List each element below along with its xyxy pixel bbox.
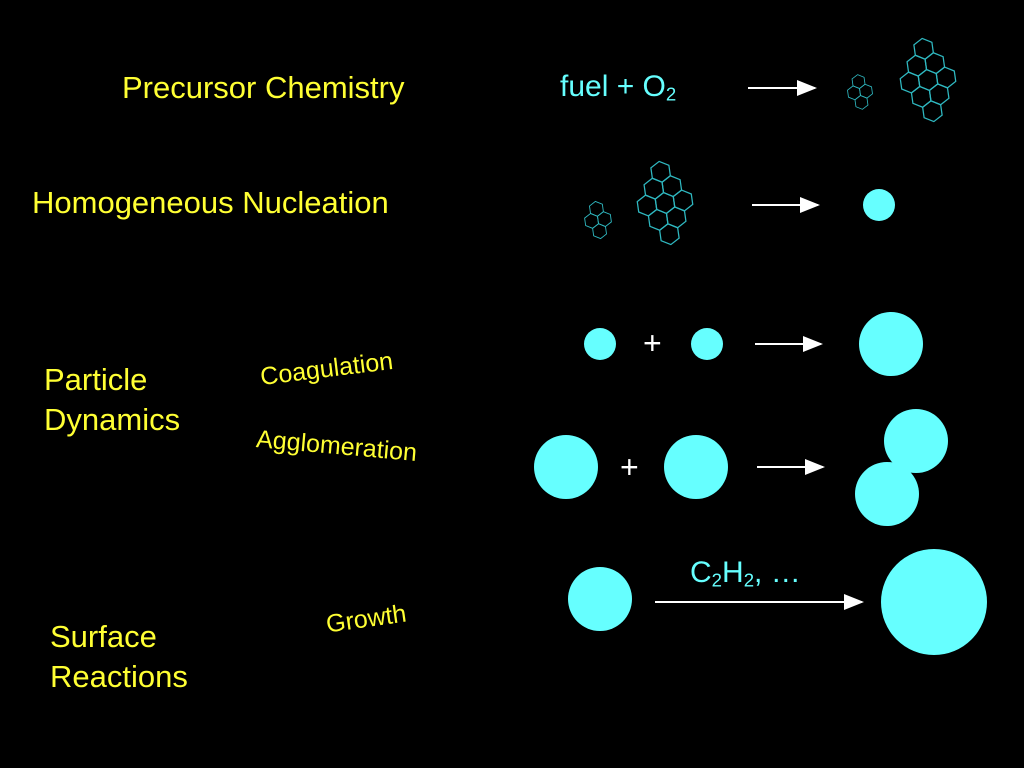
surface-reactions-label: Surface Reactions xyxy=(50,617,188,698)
growth-species-c-sub: 2 xyxy=(711,569,723,591)
fuel-subscript: 2 xyxy=(665,83,677,105)
homogeneous-nucleation-label: Homogeneous Nucleation xyxy=(32,185,389,220)
circle-particle-icon xyxy=(884,409,948,473)
agglomeration-plus: + xyxy=(620,449,639,485)
precursor-chemistry-label: Precursor Chemistry xyxy=(122,70,405,105)
circle-particle-icon xyxy=(568,567,632,631)
circle-particle-icon xyxy=(863,189,895,221)
hexagon-cluster-icon xyxy=(898,36,958,124)
particle-dynamics-line1: Particle xyxy=(44,362,148,397)
surface-reactions-line2: Reactions xyxy=(50,659,188,695)
growth-species-text: C2H2, … xyxy=(690,556,801,592)
particle-dynamics-label: Particle Dynamics xyxy=(44,360,180,441)
circle-particle-icon xyxy=(664,435,728,499)
hexagon-cluster-icon xyxy=(846,73,874,111)
coagulation-plus: + xyxy=(643,325,662,361)
growth-species-h: H xyxy=(722,556,744,589)
fuel-text: fuel + O xyxy=(560,70,666,103)
hexagon-cluster-icon xyxy=(583,200,613,240)
surface-reactions-line1: Surface xyxy=(50,619,157,654)
growth-species-h-sub: 2 xyxy=(743,569,755,591)
circle-particle-icon xyxy=(881,549,987,655)
growth-species-c: C xyxy=(690,556,712,589)
circle-particle-icon xyxy=(855,462,919,526)
fuel-reaction-text: fuel + O2 xyxy=(560,70,676,106)
circle-particle-icon xyxy=(859,312,923,376)
particle-dynamics-line2: Dynamics xyxy=(44,402,181,438)
hexagon-cluster-icon xyxy=(635,159,695,247)
circle-particle-icon xyxy=(584,328,616,360)
growth-species-rest: , … xyxy=(754,556,801,589)
circle-particle-icon xyxy=(534,435,598,499)
circle-particle-icon xyxy=(691,328,723,360)
